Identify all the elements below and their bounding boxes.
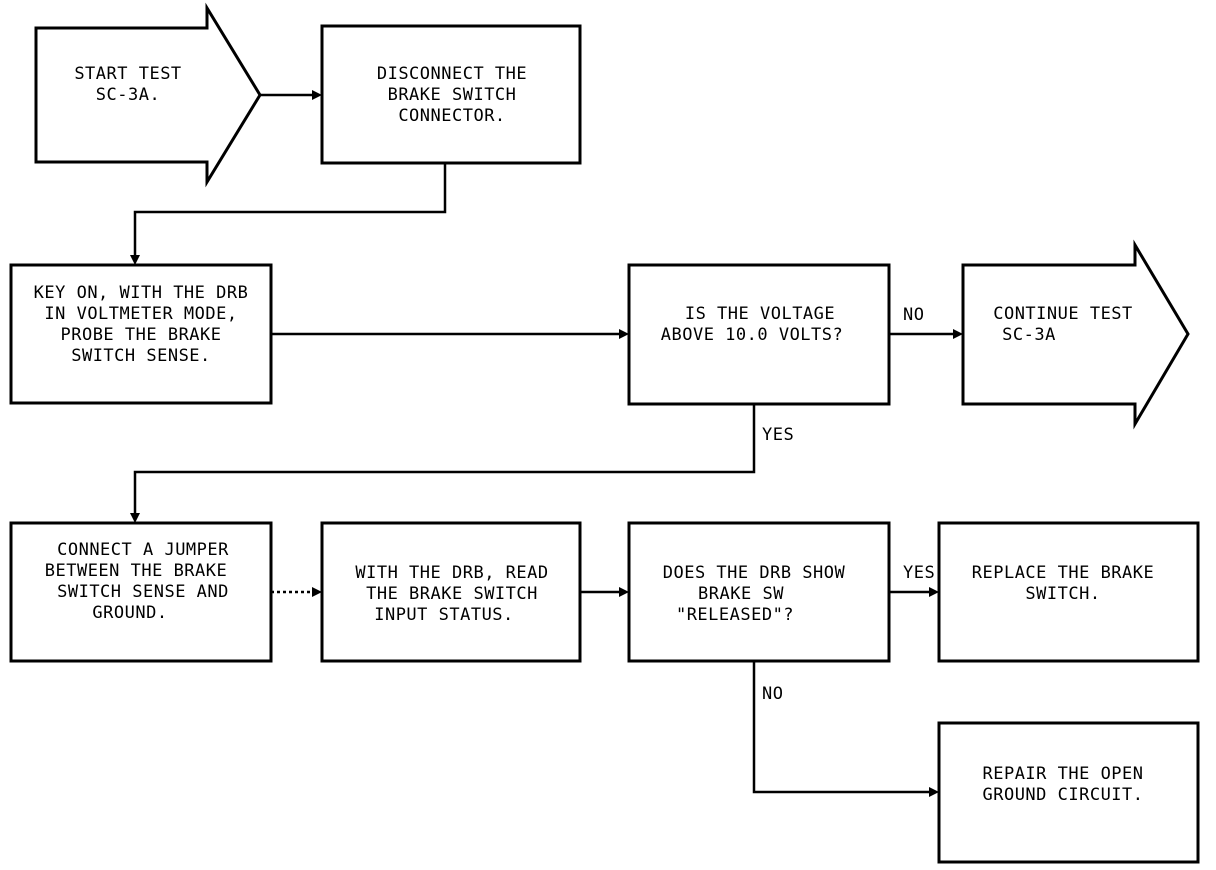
- start-test-arrow: [34, 2, 262, 188]
- released-question-line-2: BRAKE SW: [698, 584, 784, 604]
- released-yes-label: YES: [903, 563, 935, 583]
- arrowhead: [312, 587, 322, 597]
- read-status-line-3: INPUT STATUS.: [374, 605, 514, 625]
- disconnect-line-1: DISCONNECT THE: [377, 64, 527, 84]
- disconnect-connector-box: [320, 24, 582, 165]
- probe-line-4: SWITCH SENSE.: [71, 346, 211, 366]
- jumper-line-4: GROUND.: [92, 603, 167, 623]
- released-question-line-1: DOES THE DRB SHOW: [663, 563, 846, 583]
- jumper-line-1: CONNECT A JUMPER: [57, 540, 229, 560]
- arrowhead: [312, 90, 322, 100]
- released-question-line-3: "RELEASED"?: [676, 605, 794, 625]
- probe-line-3: PROBE THE BRAKE: [60, 325, 221, 345]
- arrowhead: [619, 587, 629, 597]
- connect-jumper-box: [9, 521, 273, 663]
- probe-sense-box: [9, 263, 273, 405]
- connector-released-no: [752, 661, 931, 794]
- voltage-question-line-2: ABOVE 10.0 VOLTS?: [661, 325, 844, 345]
- start-test-line-1: START TEST: [74, 64, 181, 84]
- arrowhead: [953, 329, 963, 339]
- voltage-question-box: [627, 263, 891, 406]
- arrowhead: [130, 255, 140, 265]
- repair-line-1: REPAIR THE OPEN: [982, 764, 1143, 784]
- released-question-box: [627, 521, 891, 663]
- disconnect-line-3: CONNECTOR.: [398, 106, 505, 126]
- arrowhead: [619, 329, 629, 339]
- connector-voltage-yes: [133, 404, 756, 515]
- arrowhead: [929, 587, 939, 597]
- replace-switch-box: [937, 521, 1200, 663]
- continue-line-2: SC-3A: [1002, 325, 1056, 345]
- continue-line-1: CONTINUE TEST: [993, 304, 1133, 324]
- arrowhead: [130, 513, 140, 523]
- voltage-no-label: NO: [903, 305, 924, 325]
- jumper-line-3: SWITCH SENSE AND: [57, 582, 229, 602]
- arrowhead: [929, 787, 939, 797]
- voltage-yes-label: YES: [762, 425, 794, 445]
- voltage-question-line-1: IS THE VOLTAGE: [685, 304, 835, 324]
- repair-circuit-box: [937, 721, 1200, 864]
- read-status-line-2: THE BRAKE SWITCH: [366, 584, 538, 604]
- jumper-line-2: BETWEEN THE BRAKE: [45, 561, 228, 581]
- probe-line-2: IN VOLTMETER MODE,: [44, 304, 237, 324]
- replace-line-2: SWITCH.: [1025, 584, 1100, 604]
- probe-line-1: KEY ON, WITH THE DRB: [34, 283, 249, 303]
- replace-line-1: REPLACE THE BRAKE: [972, 563, 1155, 583]
- start-test-line-2: SC-3A.: [96, 85, 160, 105]
- disconnect-line-2: BRAKE SWITCH: [388, 85, 517, 105]
- released-no-label: NO: [762, 684, 783, 704]
- read-status-line-1: WITH THE DRB, READ: [355, 563, 548, 583]
- connector-disconnect-to-probe: [133, 163, 447, 257]
- continue-test-arrow: [961, 239, 1190, 430]
- repair-line-2: GROUND CIRCUIT.: [982, 785, 1143, 805]
